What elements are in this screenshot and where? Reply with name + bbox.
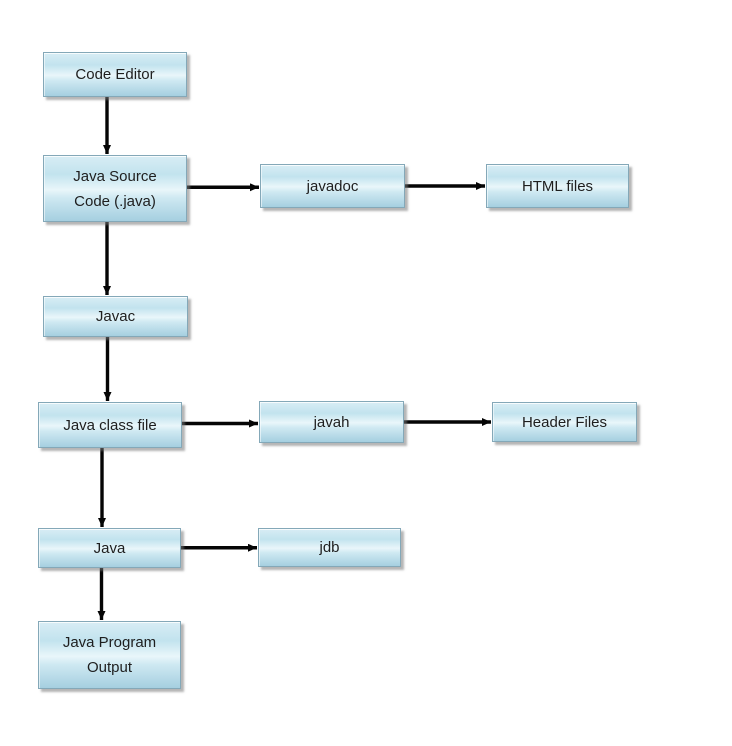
node-java: Java bbox=[38, 528, 181, 568]
node-jdb: jdb bbox=[258, 528, 401, 567]
node-label-line2: Output bbox=[86, 659, 133, 676]
node-label-line2: Code (.java) bbox=[74, 192, 156, 210]
node-label: jdb bbox=[319, 539, 340, 556]
node-header-files: Header Files bbox=[492, 402, 637, 442]
node-label-line1: Java Source bbox=[73, 167, 157, 185]
node-label: javah bbox=[313, 413, 350, 431]
node-html-files: HTML files bbox=[486, 164, 629, 208]
node-javah: javah bbox=[259, 401, 404, 443]
node-java-program-output: Java Program Output bbox=[38, 621, 181, 689]
node-label: HTML files bbox=[521, 177, 594, 195]
node-label: javadoc bbox=[306, 177, 359, 195]
node-label: Code Editor bbox=[75, 66, 155, 83]
node-javac: Javac bbox=[43, 296, 188, 337]
node-java-class-file: Java class file bbox=[38, 402, 182, 448]
node-label: Header Files bbox=[521, 413, 608, 431]
node-code-editor: Code Editor bbox=[43, 52, 187, 97]
node-label-line1: Java Program bbox=[62, 634, 157, 651]
node-label: Java bbox=[93, 539, 126, 557]
node-javadoc: javadoc bbox=[260, 164, 405, 208]
node-label: Javac bbox=[95, 308, 136, 325]
node-java-source: Java Source Code (.java) bbox=[43, 155, 187, 222]
node-label: Java class file bbox=[63, 416, 157, 434]
